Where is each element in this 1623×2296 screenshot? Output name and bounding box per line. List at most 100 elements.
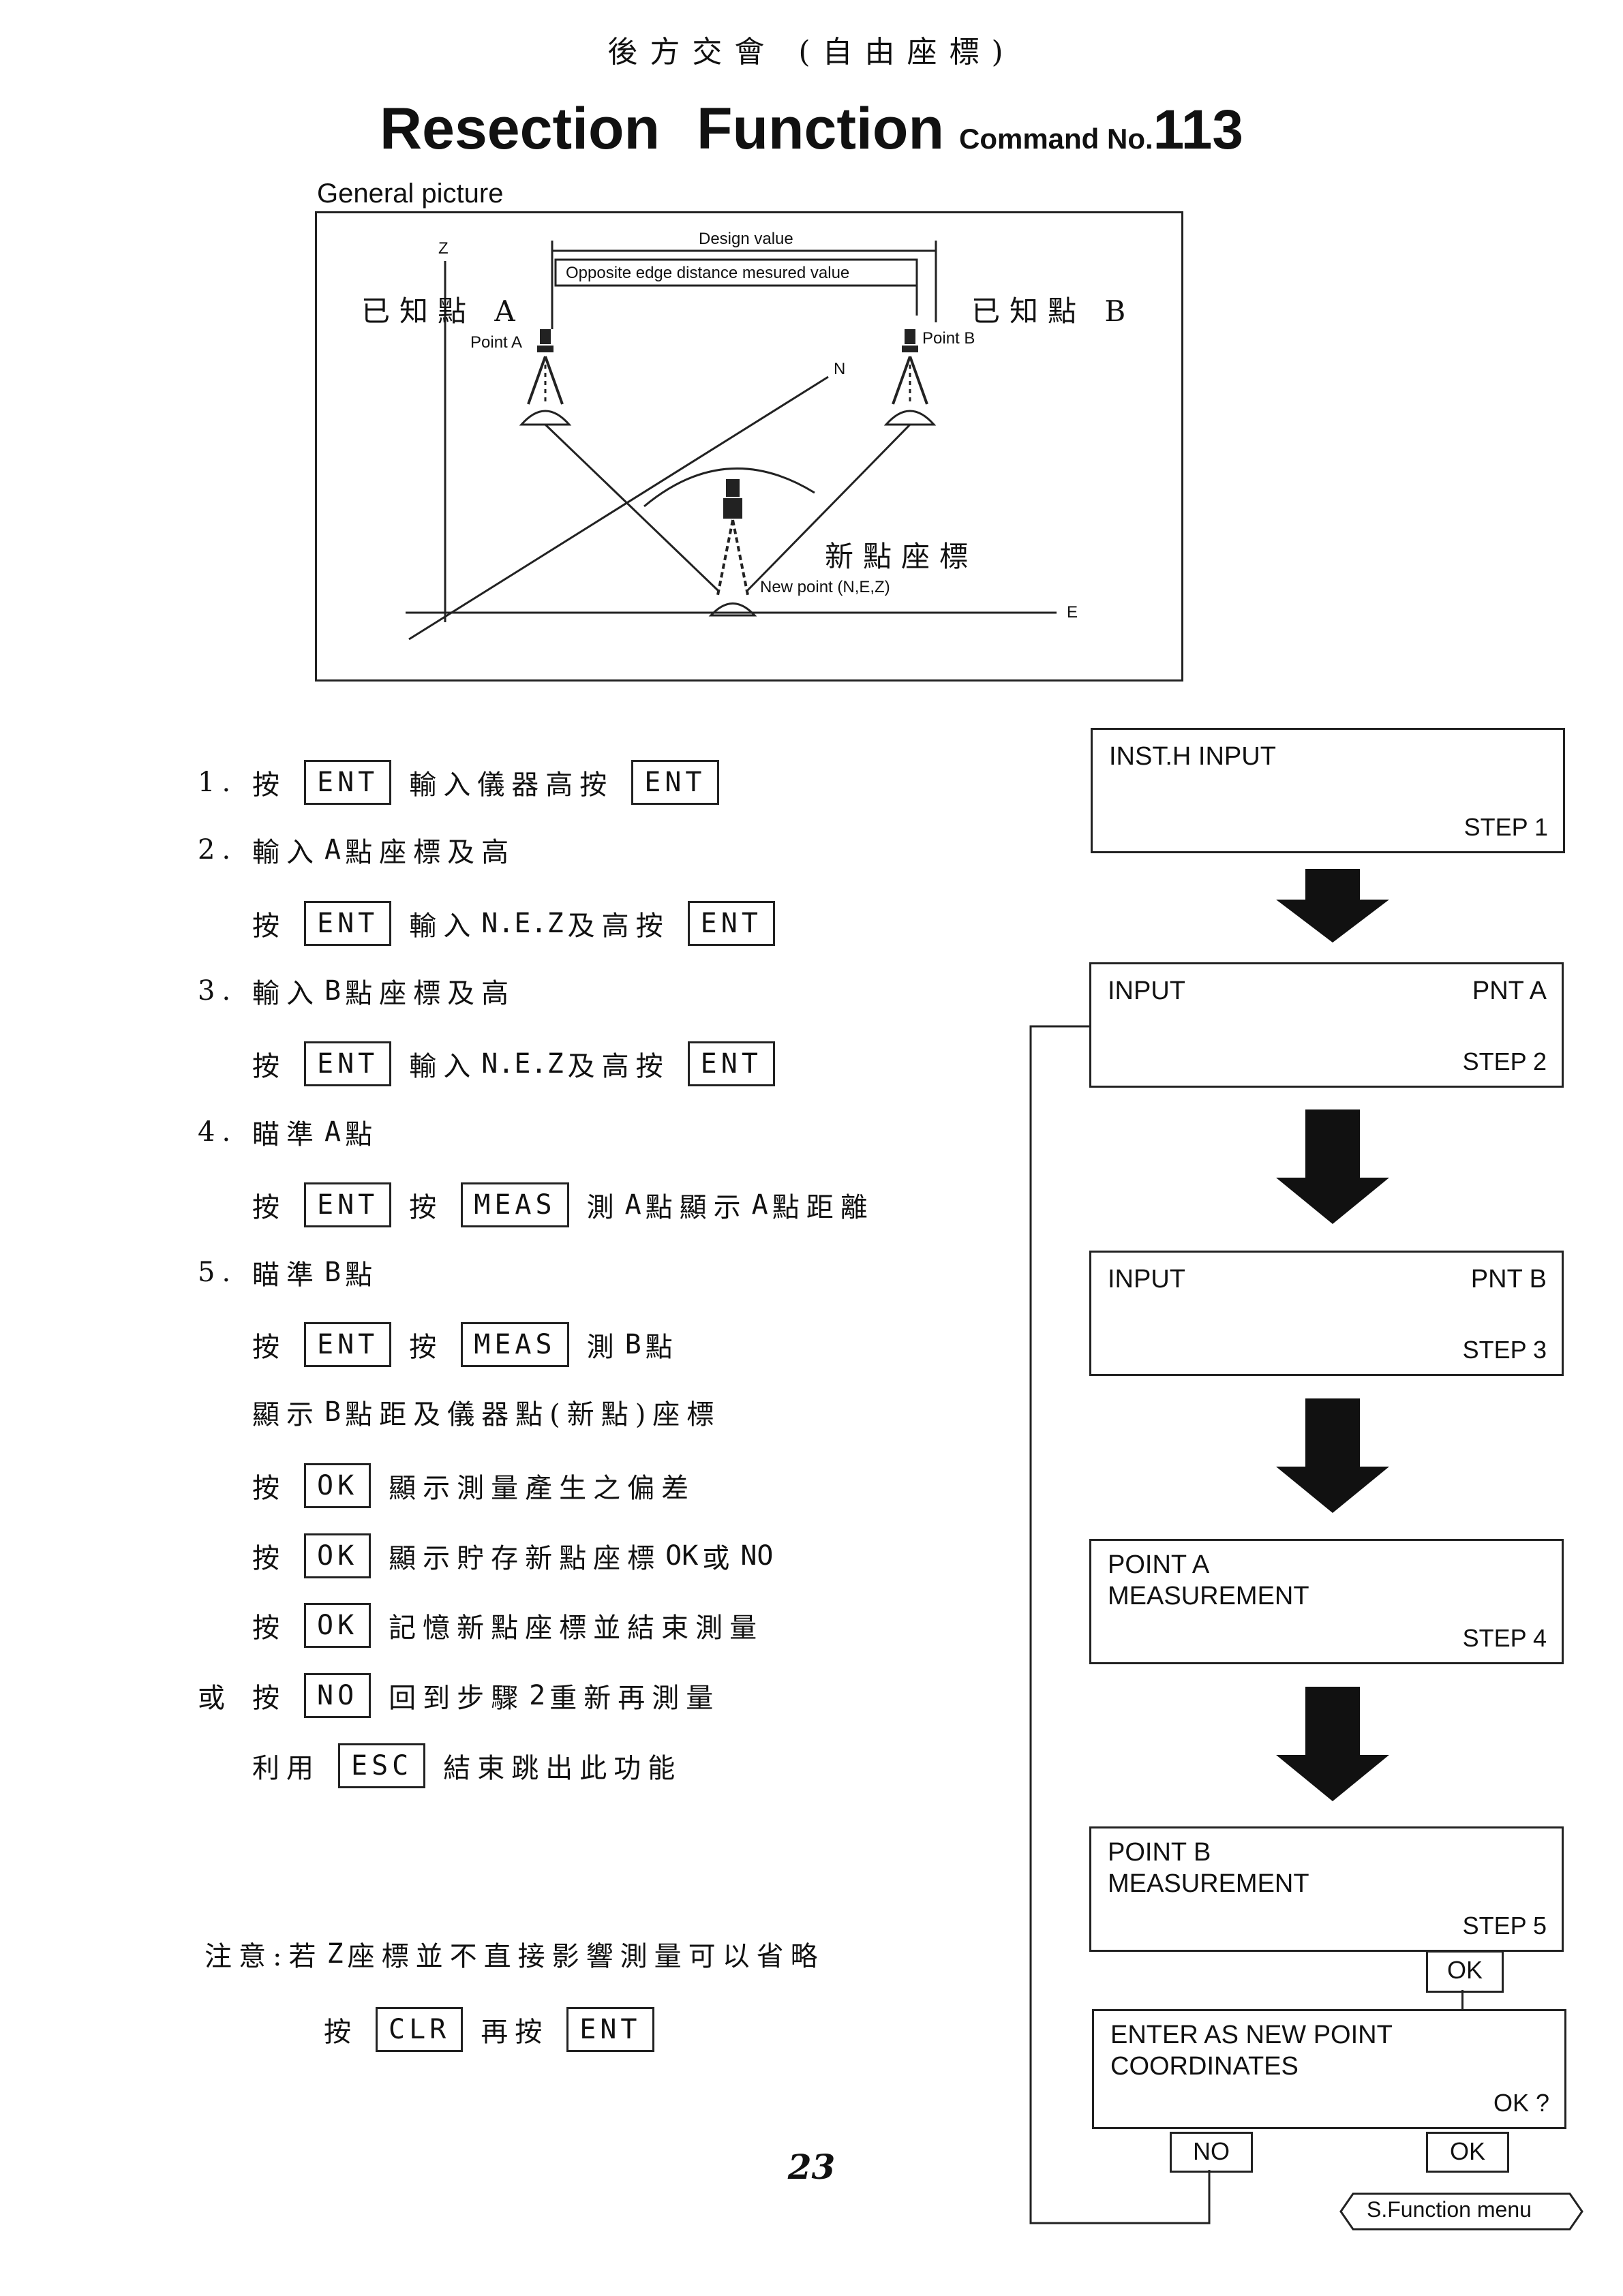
instruction-text: 按 — [252, 1473, 286, 1504]
key-button[interactable]: OK — [304, 1533, 371, 1578]
instruction-text: 或 — [702, 1543, 737, 1574]
instruction-text: 測 — [586, 1192, 621, 1223]
sight-line-a — [544, 423, 721, 593]
instruction-text: A — [324, 1116, 342, 1148]
flow-step5-step: STEP 5 — [1462, 1912, 1547, 1940]
flow-step3-box: INPUT PNT B STEP 3 — [1089, 1251, 1564, 1376]
procedure-line: 利用 ESC 結束跳出此功能 — [252, 1743, 682, 1788]
flow-final-prompt: OK ? — [1493, 2089, 1549, 2117]
axis-n-label: N — [834, 360, 846, 378]
instruction-text: 利用 — [252, 1753, 320, 1784]
key-button[interactable]: NO — [304, 1673, 371, 1718]
instruction-text: 按 — [252, 1192, 286, 1223]
key-button[interactable]: ENT — [631, 760, 719, 805]
flow-ok-key-2[interactable]: OK — [1426, 2132, 1509, 2173]
menu-tag-shape — [1339, 2192, 1583, 2231]
instruction-text: 及高按 — [567, 1051, 670, 1082]
note-text: 注意:若 — [204, 1941, 323, 1972]
flow-step4-box: POINT A MEASUREMENT STEP 4 — [1089, 1539, 1564, 1664]
key-button[interactable]: ENT — [566, 2007, 654, 2052]
instruction-text: A — [751, 1189, 768, 1221]
point-a-label: Point A — [470, 333, 523, 352]
s-function-menu[interactable]: S.Function menu — [1367, 2197, 1532, 2222]
flow-step4-line1: POINT A — [1108, 1550, 1210, 1579]
key-button[interactable]: ESC — [338, 1743, 426, 1788]
step-number: 或 — [198, 1683, 232, 1714]
design-value-label: Design value — [699, 230, 793, 248]
flow-step5-line1: POINT B — [1108, 1838, 1211, 1867]
instruction-text: 2 — [529, 1680, 546, 1711]
new-point-cn-label: 新點座標 — [825, 540, 978, 573]
key-button[interactable]: CLR — [376, 2007, 464, 2052]
instruction-text: 點距及儀器點(新點)座標 — [345, 1399, 721, 1430]
figure-caption: General picture — [317, 179, 504, 209]
flow-no-key[interactable]: NO — [1170, 2132, 1253, 2173]
instruction-text: B — [624, 1329, 641, 1360]
instruction-text: 按 — [252, 1543, 286, 1574]
instruction-text: 點座標及高 — [345, 837, 516, 868]
instruction-text: 輸入 — [409, 910, 478, 942]
note-text: Z — [327, 1938, 344, 1970]
flow-arrow-1 — [1276, 869, 1389, 943]
key-button[interactable]: ENT — [304, 1041, 392, 1086]
instruction-text: NO — [740, 1540, 774, 1572]
flow-step2-title: INPUT — [1108, 977, 1185, 1005]
new-point-label: New point (N,E,Z) — [760, 578, 890, 596]
flow-final-line1: ENTER AS NEW POINT — [1110, 2021, 1393, 2049]
key-button[interactable]: ENT — [304, 1182, 392, 1227]
instruction-text: 按 — [409, 1332, 444, 1363]
flow-step1-title: INST.H INPUT — [1109, 742, 1276, 771]
instruction-text: 按 — [252, 1612, 286, 1644]
key-button[interactable]: OK — [304, 1463, 371, 1508]
instruction-text: 按 — [252, 1051, 286, 1082]
key-button[interactable]: MEAS — [461, 1322, 569, 1367]
flow-step5-line2: MEASUREMENT — [1108, 1869, 1309, 1898]
key-button[interactable]: ENT — [304, 901, 392, 946]
key-button[interactable]: MEAS — [461, 1182, 569, 1227]
instruction-text: 點 — [645, 1332, 680, 1363]
key-button[interactable]: ENT — [304, 760, 392, 805]
instruction-text: 輸入 — [409, 1051, 478, 1082]
tripod-b — [883, 329, 937, 426]
flow-step2-step: STEP 2 — [1462, 1047, 1547, 1075]
step-number: 1. — [198, 767, 238, 798]
key-button[interactable]: ENT — [687, 901, 775, 946]
loop-back-line — [1029, 1025, 1459, 2230]
key-button[interactable]: ENT — [687, 1041, 775, 1086]
instruction-text: 記憶新點座標並結束測量 — [389, 1612, 764, 1644]
instruction-text: 測 — [586, 1332, 621, 1363]
flow-ok-key[interactable]: OK — [1426, 1950, 1504, 1993]
step-number: 5. — [198, 1257, 238, 1288]
flow-final-box: ENTER AS NEW POINT COORDINATES OK ? — [1092, 2009, 1566, 2129]
flow-arrow-2 — [1276, 1109, 1389, 1224]
chinese-header: 後方交會 (自由座標) — [607, 35, 1016, 70]
known-point-b-label: 已知點 B — [971, 294, 1136, 328]
instruction-text: 及高按 — [567, 910, 670, 942]
step-number: 4. — [198, 1116, 238, 1148]
axis-z-label: Z — [438, 239, 449, 258]
instruction-text: 結束跳出此功能 — [443, 1753, 682, 1784]
instruction-text: 顯示 — [252, 1399, 320, 1430]
flow-connector — [1461, 1990, 1463, 2010]
opposite-edge-label: Opposite edge distance mesured value — [566, 264, 850, 282]
instruction-text: 按 — [252, 910, 286, 942]
instruction-text: 按 — [252, 1683, 286, 1714]
angle-arc — [643, 467, 815, 508]
instruction-text: 瞄準 — [252, 1119, 320, 1150]
flow-step1-step: STEP 1 — [1463, 813, 1548, 841]
sight-line-b — [745, 423, 911, 593]
key-button[interactable]: OK — [304, 1603, 371, 1648]
instruction-text: 顯示測量產生之偏差 — [389, 1473, 696, 1504]
instruction-text: B — [324, 975, 342, 1007]
instruction-text: 點顯示 — [645, 1192, 748, 1223]
key-button[interactable]: ENT — [304, 1322, 392, 1367]
instruction-text: 瞄準 — [252, 1259, 320, 1291]
instruction-text: 按 — [252, 769, 286, 801]
